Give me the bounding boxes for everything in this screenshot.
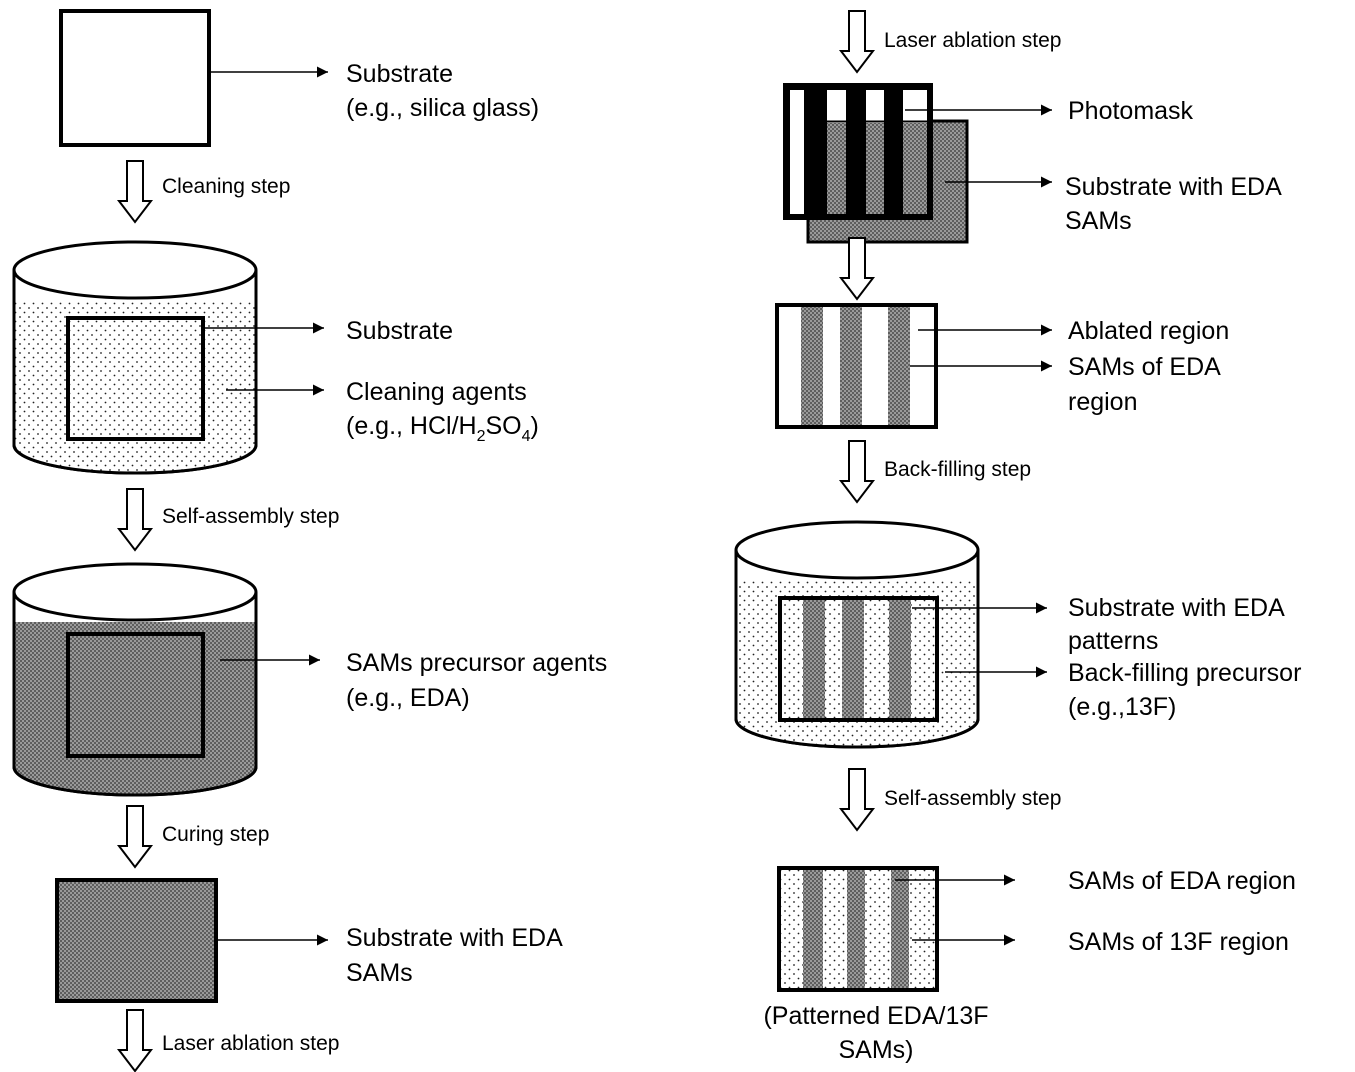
curing-step-label: Curing step bbox=[162, 823, 269, 846]
backfill-precursor-example-label: (e.g.,13F) bbox=[1068, 693, 1176, 721]
backfill-precursor-label: Back-filling precursor bbox=[1068, 659, 1301, 687]
laser-ablation-step-label: Laser ablation step bbox=[884, 29, 1061, 52]
cleaning-bath bbox=[12, 240, 258, 475]
cleaning-agents-example-label: (e.g., HCl/H2SO4) bbox=[346, 412, 539, 445]
masked-substrate-label: Substrate with EDA bbox=[1065, 173, 1282, 201]
masked-substrate-label-line2: SAMs bbox=[1065, 207, 1132, 235]
cleaning-agents-label: Cleaning agents bbox=[346, 378, 527, 406]
self-assembly-step-label: Self-assembly step bbox=[884, 787, 1061, 810]
laser-ablation-step-label: Laser ablation step bbox=[162, 1032, 339, 1055]
eda-pattern-label: Substrate with EDA bbox=[1068, 594, 1285, 622]
laser-ablation-step-arrow bbox=[116, 1009, 154, 1072]
eda-region-label-line2: region bbox=[1068, 388, 1138, 416]
cleaning-step-label: Cleaning step bbox=[162, 175, 290, 198]
back-filling-step-arrow bbox=[838, 440, 876, 504]
back-filling-step-label: Back-filling step bbox=[884, 458, 1031, 481]
photomask-label: Photomask bbox=[1068, 97, 1194, 125]
patterned-eda-13f-substrate bbox=[777, 866, 939, 992]
eda-substrate-label-line2: SAMs bbox=[346, 959, 413, 987]
eda-pattern-label-line2: patterns bbox=[1068, 627, 1158, 655]
final-eda-region-label: SAMs of EDA region bbox=[1068, 867, 1296, 895]
photomask bbox=[783, 83, 933, 220]
self-assembly-step-label: Self-assembly step bbox=[162, 505, 339, 528]
cleaning-substrate-label: Substrate bbox=[346, 317, 453, 345]
immersed-substrate bbox=[66, 316, 205, 441]
sams-precursor-bath bbox=[12, 562, 258, 797]
laser-ablation-step-arrow bbox=[838, 10, 876, 74]
eda-region-label: SAMs of EDA bbox=[1068, 353, 1221, 381]
final-caption-line2: SAMs) bbox=[839, 1036, 914, 1064]
self-assembly-step-arrow bbox=[116, 488, 154, 552]
ablation-result-arrow bbox=[838, 237, 876, 301]
self-assembly-step-arrow bbox=[838, 768, 876, 832]
final-caption: (Patterned EDA/13F bbox=[763, 1002, 988, 1030]
back-filling-bath bbox=[734, 520, 980, 749]
plain-substrate bbox=[59, 9, 211, 147]
eda-substrate-label: Substrate with EDA bbox=[346, 924, 563, 952]
substrate-label: Substrate bbox=[346, 60, 453, 88]
ablated-substrate bbox=[775, 303, 938, 429]
curing-step-arrow bbox=[116, 805, 154, 869]
final-13f-region-label: SAMs of 13F region bbox=[1068, 928, 1289, 956]
immersed-substrate bbox=[66, 632, 205, 758]
cleaning-step-arrow bbox=[116, 160, 154, 224]
ablated-region-label: Ablated region bbox=[1068, 317, 1229, 345]
substrate-example-label: (e.g., silica glass) bbox=[346, 94, 539, 122]
eda-coated-substrate bbox=[55, 878, 218, 1003]
sams-precursor-label: SAMs precursor agents bbox=[346, 649, 607, 677]
patterned-substrate-in-bath bbox=[778, 596, 939, 722]
sams-precursor-example-label: (e.g., EDA) bbox=[346, 684, 470, 712]
